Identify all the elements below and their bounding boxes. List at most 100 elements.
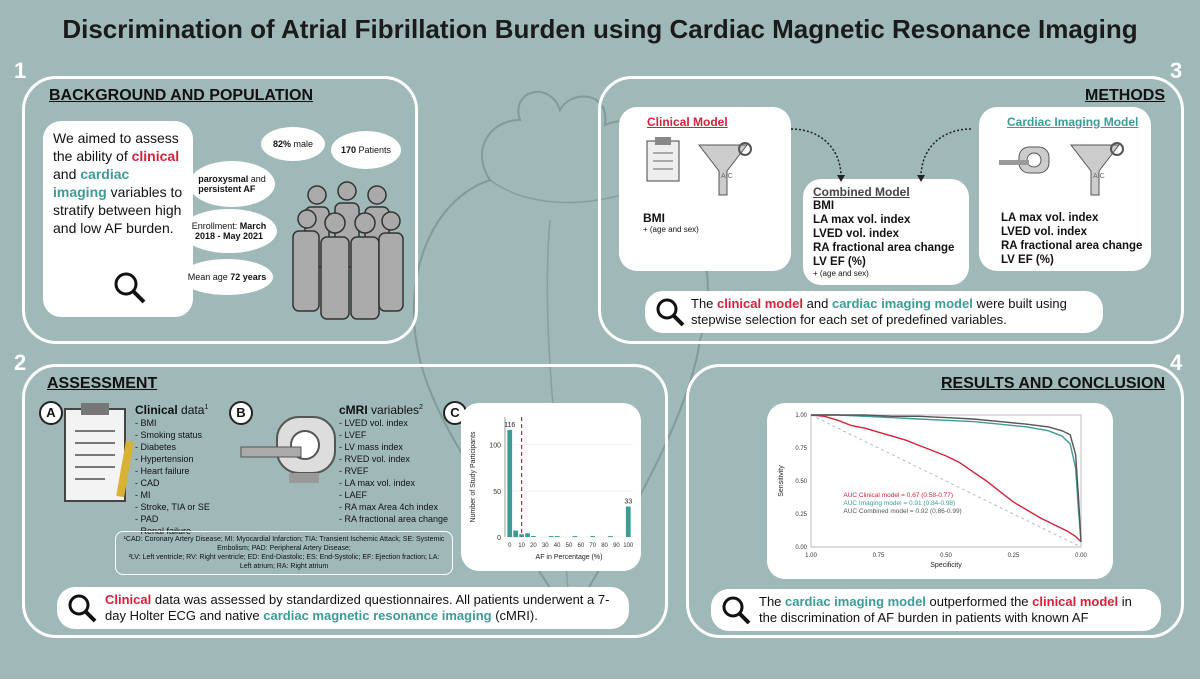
assessment-panel: ASSESSMENT A Clinical data1 - BMI- Smoki… (22, 364, 668, 638)
funnel-label: AIC (721, 173, 733, 180)
roc-y-tick: 1.00 (795, 413, 807, 419)
funnel-icon (697, 142, 752, 196)
hist-data-label: 33 (624, 499, 632, 506)
hist-data-label: 116 (504, 422, 515, 429)
funnel-label-2: AIC (1093, 173, 1105, 180)
hist-x-tick: 10 (518, 543, 525, 549)
people-group-icon (292, 181, 404, 320)
clinical-data-list: Clinical data1 - BMI- Smoking status- Di… (135, 403, 210, 536)
panel-number-4: 4 (1170, 350, 1183, 375)
flow-arrows (790, 128, 972, 182)
background-panel: BACKGROUND AND POPULATION We aimed to as… (22, 76, 418, 344)
imaging-model-box: Cardiac Imaging Model AIC LA max vol. in… (979, 107, 1151, 271)
roc-diagonal (810, 414, 1082, 548)
label-b: B (229, 401, 253, 425)
assessment-summary: Clinical data was assessed by standardiz… (57, 587, 629, 629)
background-heading: BACKGROUND AND POPULATION (49, 87, 313, 104)
assessment-heading: ASSESSMENT (47, 375, 158, 392)
methods-panel: METHODS Clinical Model AIC BMI + (age an… (598, 76, 1184, 344)
hist-x-tick: 80 (601, 543, 608, 549)
age-cloud: Mean age 72 years (181, 259, 273, 295)
hist-bar (608, 536, 613, 537)
roc-x-tick: 0.50 (940, 553, 952, 559)
cmri-variable-list: cMRI variables2 - LVED vol. index- LVEF-… (339, 403, 449, 524)
imaging-vars: LA max vol. index LVED vol. index RA fra… (1001, 212, 1143, 266)
roc-x-tick: 1.00 (805, 553, 817, 559)
roc-legend-entry: AUC Clinical model = 0.67 (0.58-0.77) (843, 492, 953, 499)
hist-x-tick: 70 (589, 543, 596, 549)
results-heading: RESULTS AND CONCLUSION (941, 375, 1165, 392)
roc-series-line (811, 414, 1082, 542)
roc-y-tick: 0.75 (795, 446, 807, 452)
clinical-model-vars: BMI (643, 211, 665, 225)
imaging-model-title: Cardiac Imaging Model (1007, 115, 1139, 129)
male-cloud: 82% male (261, 127, 325, 161)
hist-bar (554, 536, 560, 537)
hist-x-tick: 100 (623, 543, 634, 549)
combined-model-title: Combined Model (813, 185, 910, 199)
panel-number-1: 1 (14, 58, 27, 83)
footnotes: ¹CAD: Coronary Artery Disease; MI: Myoca… (115, 531, 453, 575)
hist-bar (519, 534, 524, 537)
page-title: Discrimination of Atrial Fibrillation Bu… (62, 14, 1138, 44)
methods-heading: METHODS (1085, 87, 1165, 104)
hist-bar (572, 536, 578, 537)
hist-bar (513, 530, 519, 537)
hist-bar (625, 506, 631, 537)
roc-frame (810, 414, 1082, 548)
clipboard-icon-large (64, 403, 134, 502)
mri-scanner-icon-large (240, 416, 336, 483)
magnifier-icon (113, 271, 147, 309)
hist-y-tick: 100 (489, 443, 501, 450)
roc-x-tick: 0.75 (873, 553, 885, 559)
hist-x-tick: 40 (554, 543, 561, 549)
panel-number-3: 3 (1170, 58, 1183, 83)
roc-y-tick: 0.50 (795, 479, 807, 485)
hist-bar (507, 429, 513, 537)
label-a: A (39, 401, 63, 425)
roc-series-line (810, 414, 1082, 543)
hist-y-label: Number of Study Participants (470, 431, 477, 523)
results-panel: RESULTS AND CONCLUSION 1.00 0.75 0.50 0.25 0… (686, 364, 1184, 638)
roc-x-label: Specificity (930, 562, 962, 569)
roc-y-label: Sensitivity (778, 465, 785, 497)
aim-box: We aimed to assess the ability of clinic… (43, 121, 193, 317)
hist-x-label: AF in Percentage (%) (536, 554, 603, 561)
mri-scanner-icon (999, 146, 1050, 174)
panel-number-2: 2 (14, 350, 27, 375)
methods-summary: The clinical model and cardiac imaging m… (645, 291, 1103, 333)
hist-bar (590, 536, 596, 537)
combined-vars: BMI LA max vol. index LVED vol. index RA… (813, 200, 955, 268)
clinical-model-note: + (age and sex) (643, 225, 699, 234)
funnel-icon-2 (1069, 142, 1124, 196)
clipboard-icon (646, 137, 680, 182)
hist-y-tick: 0 (497, 535, 501, 542)
clinical-model-title: Clinical Model (647, 115, 728, 129)
roc-legend-entry: AUC Imaging model = 0.91 (0.84-0.98) (843, 500, 955, 507)
results-summary: The cardiac imaging model outperformed t… (711, 589, 1161, 631)
magnifier-icon-4 (721, 595, 751, 629)
hist-x-tick: 20 (530, 543, 537, 549)
combined-model-note: + (age and sex) (813, 269, 869, 278)
hist-x-tick: 90 (613, 543, 620, 549)
roc-y-tick: 0.25 (795, 512, 807, 518)
roc-y-tick: 0.00 (795, 545, 807, 551)
hist-x-tick: 0 (508, 543, 512, 549)
clinical-model-box: Clinical Model AIC BMI + (age and sex) (619, 107, 791, 271)
hist-x-tick: 60 (578, 543, 585, 549)
hist-y-tick: 50 (493, 489, 501, 496)
hist-x-tick: 50 (566, 543, 573, 549)
combined-model-box: Combined Model BMI LA max vol. index LVE… (803, 179, 969, 285)
magnifier-icon-3 (67, 593, 97, 627)
hist-bar (531, 536, 536, 537)
roc-legend-entry: AUC Combined model = 0.92 (0.86-0.99) (843, 508, 961, 515)
hist-bar (525, 533, 530, 537)
hist-bar (548, 536, 554, 537)
roc-x-tick: 0.00 (1075, 553, 1087, 559)
enrollment-cloud: Enrollment: March 2018 - May 2021 (181, 209, 277, 253)
